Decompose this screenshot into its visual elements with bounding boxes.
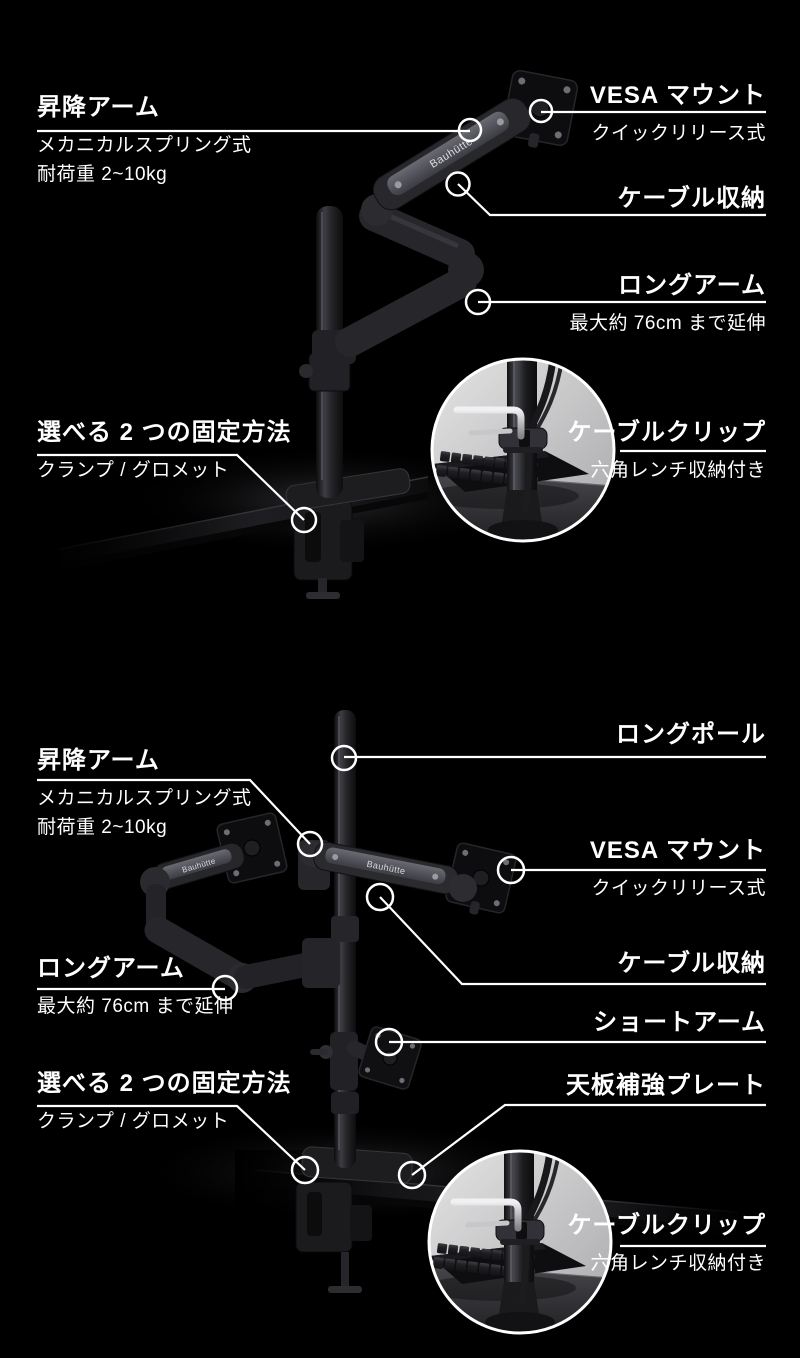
base-plate: [285, 468, 411, 511]
callout-long-arm: ロングアーム 最大約 76cm まで延伸: [569, 272, 766, 337]
callout-long-pole: ロングポール: [616, 721, 766, 748]
leader-desk-plate: [411, 1103, 766, 1176]
callout-short-arm: ショートアーム: [593, 1009, 766, 1036]
callout-vesa-mount: VESA マウント クイックリリース式: [589, 82, 766, 147]
callout-cable-clip-2: ケーブルクリップ 六角レンチ収納付き: [567, 1212, 766, 1277]
marker-ring-vesa-1: [528, 98, 554, 124]
callout-sub: 耐荷重 2~10kg: [37, 164, 168, 186]
callout-desk-plate: 天板補強プレート: [566, 1072, 766, 1099]
callout-title: ロングアーム: [618, 272, 766, 299]
callout-title: ロングアーム: [37, 955, 185, 982]
callout-cable-storage-2: ケーブル収納: [617, 950, 766, 977]
long-arm-part: [312, 194, 484, 364]
callout-title: ロングポール: [616, 721, 766, 748]
callout-sub: メカニカルスプリング式: [37, 788, 252, 810]
marker-ring-long-arm-2: [211, 974, 239, 1002]
callout-sub: 六角レンチ収納付き: [590, 460, 766, 482]
leader-cable-storage-1: [457, 183, 766, 217]
single-arm-illustration: Bauhütte: [40, 69, 579, 599]
callout-sub: クランプ / グロメット: [37, 1111, 230, 1133]
callout-fixing-method-2: 選べる 2 つの固定方法 クランプ / グロメット: [37, 1070, 292, 1135]
marker-ring-long-pole: [330, 744, 358, 772]
callout-cable-storage: ケーブル収納: [617, 185, 766, 212]
callout-title: VESA マウント: [589, 837, 766, 864]
desk-clamp: [293, 499, 364, 599]
leader-lift-arm-2: [37, 778, 311, 845]
callout-long-arm-2: ロングアーム 最大約 76cm まで延伸: [37, 955, 234, 1020]
callout-title: ショートアーム: [593, 1009, 766, 1036]
callout-sub: 六角レンチ収納付き: [590, 1253, 766, 1275]
inset-photo-dual: [424, 1151, 611, 1333]
callout-title: ケーブル収納: [617, 185, 766, 212]
callout-sub: メカニカルスプリング式: [37, 135, 252, 157]
marker-ring-long-arm-1: [464, 288, 492, 316]
callout-sub: 最大約 76cm まで延伸: [37, 996, 234, 1018]
callout-title: 昇降アーム: [37, 94, 160, 121]
callout-vesa-mount-2: VESA マウント クイックリリース式: [589, 837, 766, 902]
callout-cable-clip: ケーブルクリップ 六角レンチ収納付き: [567, 419, 766, 484]
inset-photo-single: [427, 359, 614, 541]
inset-ring: [427, 1149, 613, 1335]
marker-ring-cable-storage-1: [445, 171, 471, 197]
marker-ring-short-arm: [374, 1027, 404, 1057]
leader-lines: [37, 110, 766, 1248]
callout-title: 選べる 2 つの固定方法: [37, 419, 292, 446]
inset-ring: [430, 357, 616, 543]
callout-sub: 最大約 76cm まで延伸: [569, 313, 766, 335]
leader-cable-storage-2: [379, 896, 766, 986]
callout-sub: クイックリリース式: [591, 878, 766, 900]
marker-ring-cable-storage-2: [365, 882, 395, 912]
callout-sub: 耐荷重 2~10kg: [37, 817, 168, 839]
callout-fixing-method: 選べる 2 つの固定方法 クランプ / グロメット: [37, 419, 292, 484]
desk-clamp: [295, 1181, 372, 1293]
callout-lift-arm: 昇降アーム メカニカルスプリング式 耐荷重 2~10kg: [37, 94, 252, 188]
base-plate: [301, 1146, 413, 1184]
marker-ring-desk-plate: [397, 1160, 427, 1190]
short-arm-assembly: [310, 1026, 422, 1090]
callout-title: VESA マウント: [589, 82, 766, 109]
callout-title: ケーブル収納: [617, 950, 766, 977]
marker-ring-fixing-1: [290, 506, 318, 534]
callout-lift-arm-2: 昇降アーム メカニカルスプリング式 耐荷重 2~10kg: [37, 747, 252, 841]
spring-arm: Bauhütte: [372, 97, 532, 211]
callout-title: 天板補強プレート: [566, 1072, 766, 1099]
marker-ring-lift-arm-1: [457, 117, 483, 143]
callout-sub: クイックリリース式: [591, 123, 766, 145]
callout-marker-rings: [211, 98, 554, 1190]
leader-fixing-2: [37, 1104, 306, 1171]
leader-fixing-1: [37, 453, 305, 521]
callout-sub: クランプ / グロメット: [37, 460, 230, 482]
marker-ring-fixing-2: [290, 1155, 320, 1185]
left-arm-assembly: Bauhütte: [140, 812, 340, 993]
marker-ring-lift-arm-2: [296, 830, 324, 858]
callout-title: 昇降アーム: [37, 747, 160, 774]
callout-title: ケーブルクリップ: [567, 1212, 766, 1239]
callout-title: ケーブルクリップ: [567, 419, 766, 446]
marker-ring-vesa-2: [496, 855, 526, 885]
callout-title: 選べる 2 つの固定方法: [37, 1070, 292, 1097]
right-arm-assembly: Bauhütte: [298, 840, 517, 915]
